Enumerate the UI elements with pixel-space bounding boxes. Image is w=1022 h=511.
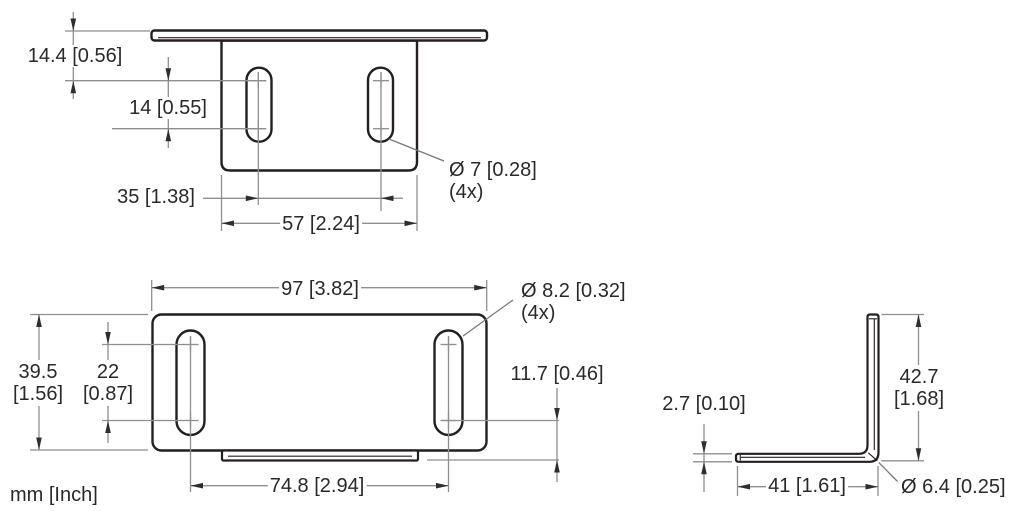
callout-top-hole-diameter-value: Ø 7 [0.28] [449, 159, 537, 181]
dim-side-depth: 41 [1.61] [766, 475, 848, 497]
dim-front-hole-to-bottom: 11.7 [0.46] [508, 363, 606, 385]
dim-front-overall-height: 39.5 [1.56] [10, 360, 66, 406]
dim-side-overall-height-in: [1.68] [893, 388, 945, 410]
front-view-hole-center-marks [182, 336, 457, 429]
dim-front-overall-height-mm: 39.5 [18, 361, 58, 383]
top-view-hole-center-marks [250, 72, 389, 137]
dim-side-overall-height: 42.7 [1.68] [891, 365, 947, 411]
side-view-l-profile [734, 313, 880, 463]
dim-front-slot-length-in: [0.87] [82, 383, 134, 405]
dim-front-slot-length-mm: 22 [96, 361, 120, 383]
side-view-sheet-inner-lines [739, 318, 878, 462]
dim-side-overall-height-mm: 42.7 [899, 366, 939, 388]
front-view-base-edge [220, 449, 420, 462]
dim-front-slot-length: 22 [0.87] [80, 360, 136, 406]
callout-front-hole-diameter: Ø 8.2 [0.32] (4x) [519, 279, 628, 325]
top-view-slot-left [245, 66, 273, 143]
callout-front-hole-diameter-value: Ø 8.2 [0.32] [521, 280, 626, 302]
callout-side-bend-radius: Ø 6.4 [0.25] [901, 476, 1006, 498]
dim-top-base-width: 57 [2.24] [280, 213, 362, 235]
dim-side-thickness: 2.7 [0.10] [660, 393, 748, 415]
leader-hole-callout-front [462, 299, 514, 337]
leader-lines [388, 138, 898, 482]
dimension-arrowheads [36, 18, 922, 490]
bracket-front-view [151, 313, 488, 462]
dim-front-slot-spacing: 74.8 [2.94] [267, 475, 367, 497]
units-note: mm [Inch] [10, 484, 98, 506]
callout-front-hole-qty: (4x) [521, 302, 556, 324]
leader-bend-callout-side [878, 462, 898, 482]
callout-top-hole-diameter: Ø 7 [0.28] (4x) [447, 158, 539, 204]
top-view-front-plate-edge [150, 29, 489, 42]
callout-top-hole-qty: (4x) [449, 181, 484, 203]
leader-hole-callout-top [388, 138, 445, 162]
dimension-lines [30, 12, 924, 496]
dim-top-flange-offset: 14.4 [0.56] [25, 45, 125, 67]
side-view-bend-line [867, 452, 878, 462]
dim-front-overall-height-in: [1.56] [12, 383, 64, 405]
dim-top-slot-length: 14 [0.55] [127, 97, 209, 119]
dim-front-overall-width: 97 [3.82] [279, 278, 361, 300]
bracket-side-view [734, 313, 880, 463]
dim-top-slot-spacing: 35 [1.38] [115, 186, 197, 208]
